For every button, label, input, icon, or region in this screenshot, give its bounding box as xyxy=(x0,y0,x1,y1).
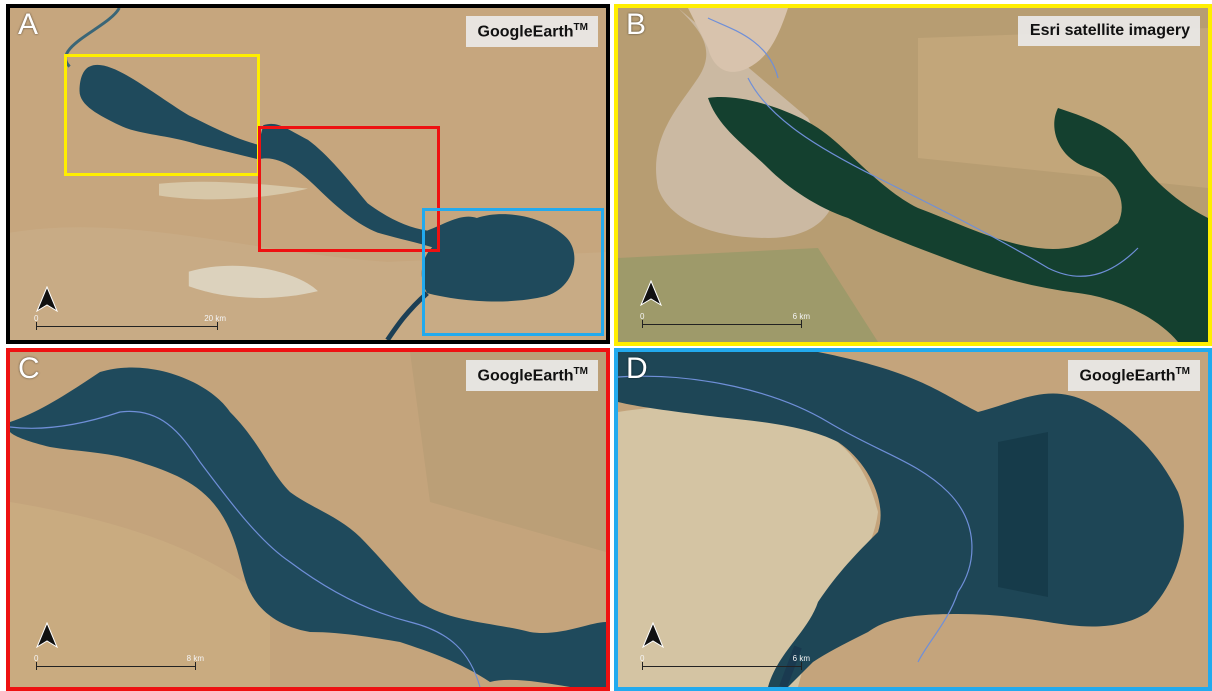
scale-start-label: 0 xyxy=(640,654,645,663)
scale-start-label: 0 xyxy=(34,314,39,323)
scale-start-label: 0 xyxy=(640,312,645,321)
panel-d: D GoogleEarthTM 0 6 km xyxy=(614,348,1212,691)
scale-bar: 0 6 km xyxy=(640,654,810,678)
scale-bar: 0 20 km xyxy=(34,314,226,338)
imagery-source-label: GoogleEarthTM xyxy=(465,16,598,48)
scale-end-label: 6 km xyxy=(792,312,810,321)
scale-end-label: 6 km xyxy=(792,654,810,663)
scale-bar: 0 6 km xyxy=(640,312,810,336)
panel-letter: D xyxy=(626,352,648,385)
north-arrow-icon xyxy=(642,622,664,648)
scale-start-label: 0 xyxy=(34,654,39,663)
map-b xyxy=(618,8,1208,342)
inset-blue xyxy=(422,208,604,336)
map-c xyxy=(10,352,606,687)
scale-end-label: 20 km xyxy=(204,314,226,323)
panel-c: C GoogleEarthTM 0 8 km xyxy=(6,348,610,691)
panel-letter: C xyxy=(18,352,40,385)
scale-end-label: 8 km xyxy=(186,654,204,663)
north-arrow-icon xyxy=(36,286,58,312)
imagery-source-label: GoogleEarthTM xyxy=(1067,360,1200,392)
panel-letter: A xyxy=(18,8,39,41)
panel-a: A GoogleEarthTM 0 20 km xyxy=(6,4,610,344)
inset-yellow xyxy=(64,54,260,176)
imagery-source-label: GoogleEarthTM xyxy=(465,360,598,392)
north-arrow-icon xyxy=(640,280,662,306)
imagery-source-label: Esri satellite imagery xyxy=(1017,16,1200,46)
scale-bar: 0 8 km xyxy=(34,654,204,678)
map-d xyxy=(618,352,1208,687)
panel-b: B Esri satellite imagery 0 6 km xyxy=(614,4,1212,346)
inset-red xyxy=(258,126,440,252)
north-arrow-icon xyxy=(36,622,58,648)
panel-letter: B xyxy=(626,8,647,41)
